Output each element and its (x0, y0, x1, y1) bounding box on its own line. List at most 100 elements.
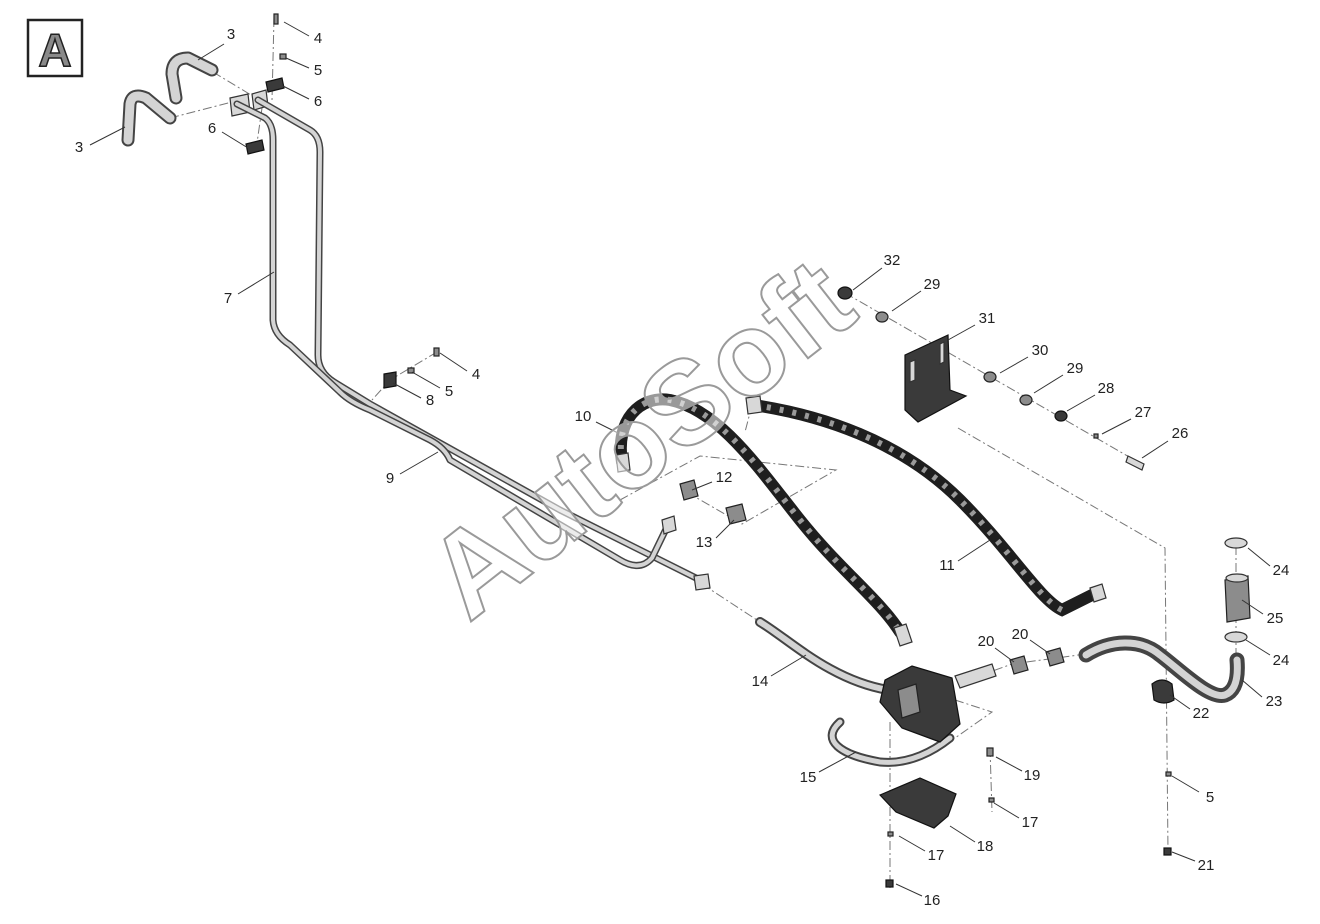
assembly-line (957, 427, 1169, 853)
callout-label: 8 (426, 392, 434, 409)
assembly-line (212, 71, 257, 99)
nut-32 (837, 286, 853, 300)
callout-label: 4 (314, 30, 322, 47)
washer-5 (279, 53, 287, 60)
fitting-12 (679, 479, 699, 501)
washer-29 (1019, 394, 1033, 406)
pin-4 (433, 347, 440, 357)
callout-label: 13 (696, 534, 713, 551)
washer-17 (887, 831, 894, 837)
hose-10-fitting (615, 452, 631, 473)
callout-label: 9 (386, 470, 394, 487)
hose-23 (1078, 635, 1245, 703)
callout-label: 17 (1022, 814, 1039, 831)
callout-label: 3 (227, 26, 235, 43)
callout-label: 5 (314, 62, 322, 79)
hose-15 (827, 717, 955, 767)
callout-label: 26 (1172, 425, 1189, 442)
sleeve-25-top (1225, 573, 1249, 583)
callout-label: 19 (1024, 767, 1041, 784)
callout-label: 27 (1135, 404, 1152, 421)
assembly-line (844, 292, 1139, 463)
clip-8 (383, 371, 397, 389)
clamp-22 (1151, 679, 1175, 704)
callout-label: 17 (928, 847, 945, 864)
callout-label: 16 (924, 892, 941, 909)
callout-label: 23 (1266, 693, 1283, 710)
callout-label: 6 (208, 120, 216, 137)
bracket-18 (878, 777, 957, 829)
callout-label: 10 (575, 408, 592, 425)
pin-4 (273, 13, 279, 25)
callout-label: 32 (884, 252, 901, 269)
spacer-30 (983, 371, 997, 383)
hose-3-upper (165, 51, 219, 105)
hose-11 (748, 399, 1100, 617)
nut-16 (885, 879, 894, 888)
callout-label: 22 (1193, 705, 1210, 722)
ring-24-upper (1224, 537, 1248, 549)
callout-label: 31 (979, 310, 996, 327)
washer-17 (988, 797, 995, 803)
assembly-line (619, 455, 838, 525)
callout-label: 30 (1032, 342, 1049, 359)
bracket-31-slot (939, 341, 945, 365)
callout-label: 20 (1012, 626, 1029, 643)
pipe-end-fitting (661, 515, 677, 535)
bracket-31 (904, 334, 968, 423)
ring-24-lower (1224, 631, 1248, 643)
washer-5 (1165, 771, 1172, 777)
section-label-box (26, 18, 84, 78)
bolt-26 (1125, 455, 1145, 471)
callout-label: 24 (1273, 652, 1290, 669)
callout-label: 6 (314, 93, 322, 110)
callout-label: 3 (75, 139, 83, 156)
hose-10 (614, 393, 906, 638)
nut-28 (1054, 410, 1068, 422)
assembly-line (701, 583, 761, 623)
assembly-line (954, 699, 994, 739)
fitting-20 (1045, 647, 1065, 667)
hose-10-fitting (893, 623, 913, 647)
nut-21 (1163, 847, 1172, 856)
hose-3-lower (121, 89, 177, 147)
callout-label: 20 (978, 633, 995, 650)
callout-label: 29 (1067, 360, 1084, 377)
section-label: A (26, 18, 84, 78)
callout-label: 7 (224, 290, 232, 307)
washer-5 (407, 367, 415, 374)
assembly-line (169, 101, 233, 119)
callout-label: 14 (752, 673, 769, 690)
hose-11-fitting (745, 395, 763, 415)
fitting-20 (1009, 655, 1029, 675)
callout-label: 24 (1273, 562, 1290, 579)
washer-29 (875, 311, 889, 323)
callout-labels: 3 3 4 5 6 6 7 4 5 8 9 10 12 13 11 14 15 … (75, 26, 1290, 909)
bolt-19 (986, 747, 994, 757)
bracket-31-slot (909, 359, 916, 383)
callout-label: 11 (939, 557, 955, 574)
callout-label: 18 (977, 838, 994, 855)
callout-label: 28 (1098, 380, 1115, 397)
fitting-13 (725, 503, 747, 525)
callout-label: 4 (472, 366, 480, 383)
sleeve-25 (1224, 575, 1251, 623)
hose-11-fitting (1089, 583, 1107, 603)
callout-label: 5 (1206, 789, 1214, 806)
leader-lines (89, 21, 1271, 897)
valve-block (879, 663, 997, 743)
pipe-9 (233, 100, 671, 569)
callout-label: 25 (1267, 610, 1284, 627)
callout-label: 29 (924, 276, 941, 293)
watermark: AutoSoft (404, 233, 878, 644)
section-label-letter: A (38, 24, 71, 76)
callout-label: 15 (800, 769, 817, 786)
callout-label: 12 (716, 469, 733, 486)
callout-label: 21 (1198, 857, 1215, 874)
clip-6-lower (245, 139, 265, 155)
clip-6-upper (265, 77, 285, 93)
callout-label: 5 (445, 383, 453, 400)
hose-14 (755, 617, 893, 695)
pipe-end-fitting (693, 573, 711, 591)
